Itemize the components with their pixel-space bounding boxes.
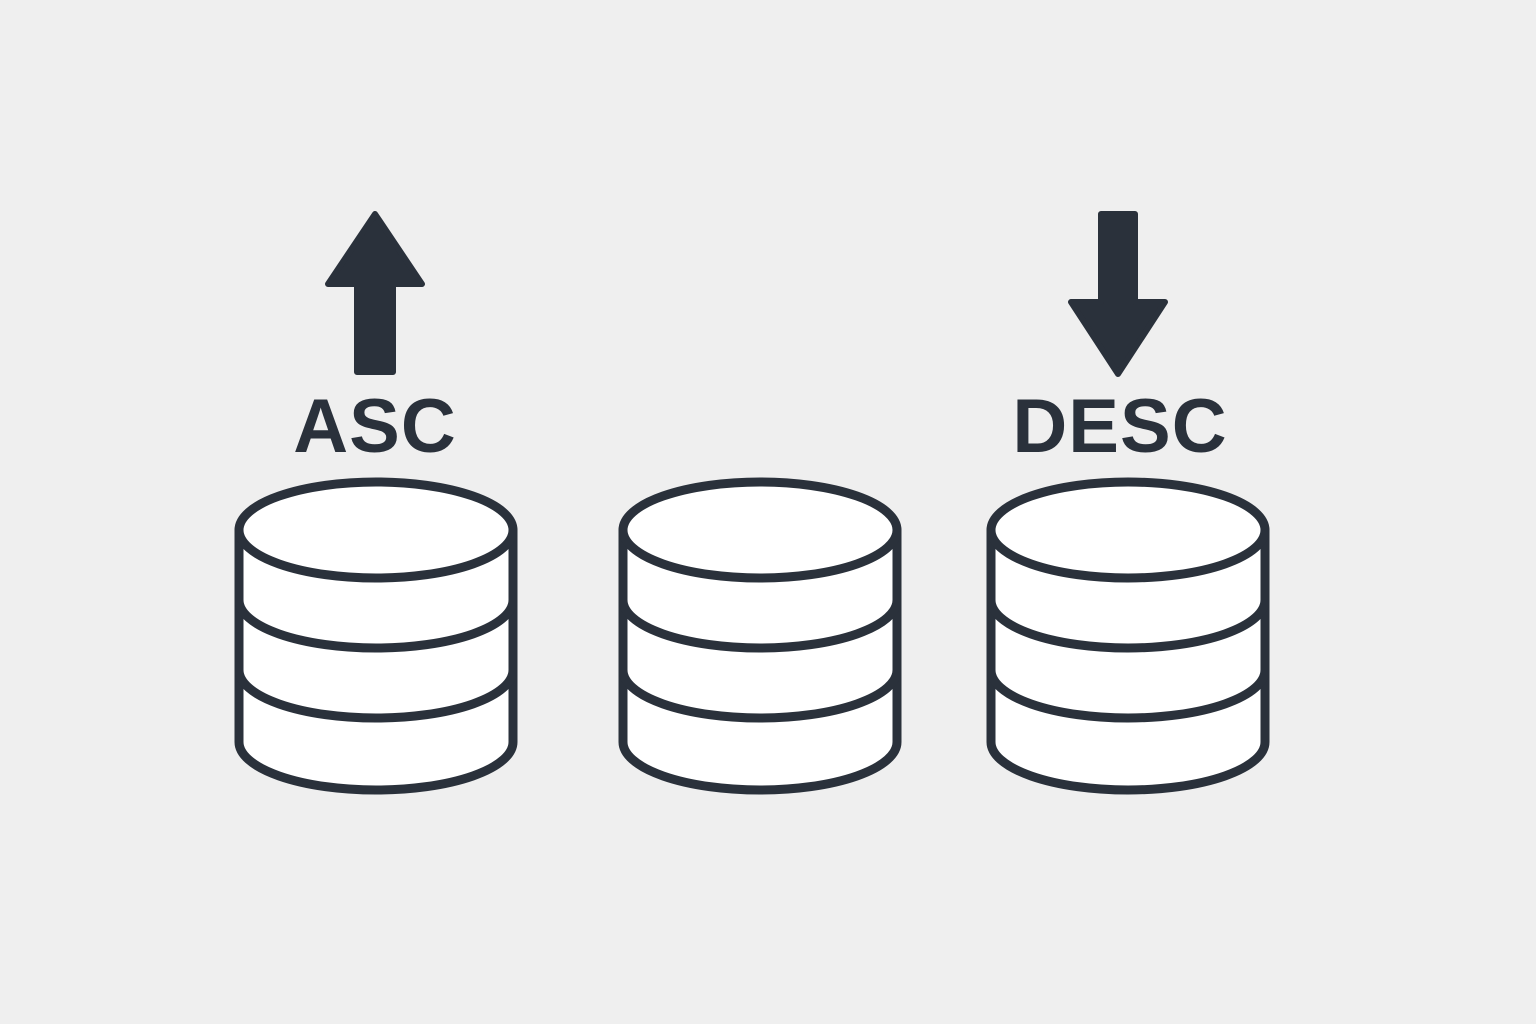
database-layer-line — [234, 599, 518, 653]
arrow-down-icon — [1068, 211, 1168, 377]
asc-label: ASC — [293, 384, 456, 469]
database-layer-line — [234, 669, 518, 723]
database-icon-left — [234, 477, 518, 795]
database-body — [234, 525, 518, 795]
database-layer-line — [618, 669, 902, 723]
database-top — [234, 477, 518, 583]
arrow-up-icon — [325, 211, 425, 375]
database-top — [986, 477, 1270, 583]
database-body — [986, 525, 1270, 795]
database-icon-right — [986, 477, 1270, 795]
database-icon-center — [618, 477, 902, 795]
database-top — [618, 477, 902, 583]
database-layer-line — [618, 599, 902, 653]
database-layer-line — [986, 599, 1270, 653]
database-layer-line — [986, 669, 1270, 723]
desc-label: DESC — [1012, 384, 1227, 469]
database-body — [618, 525, 902, 795]
